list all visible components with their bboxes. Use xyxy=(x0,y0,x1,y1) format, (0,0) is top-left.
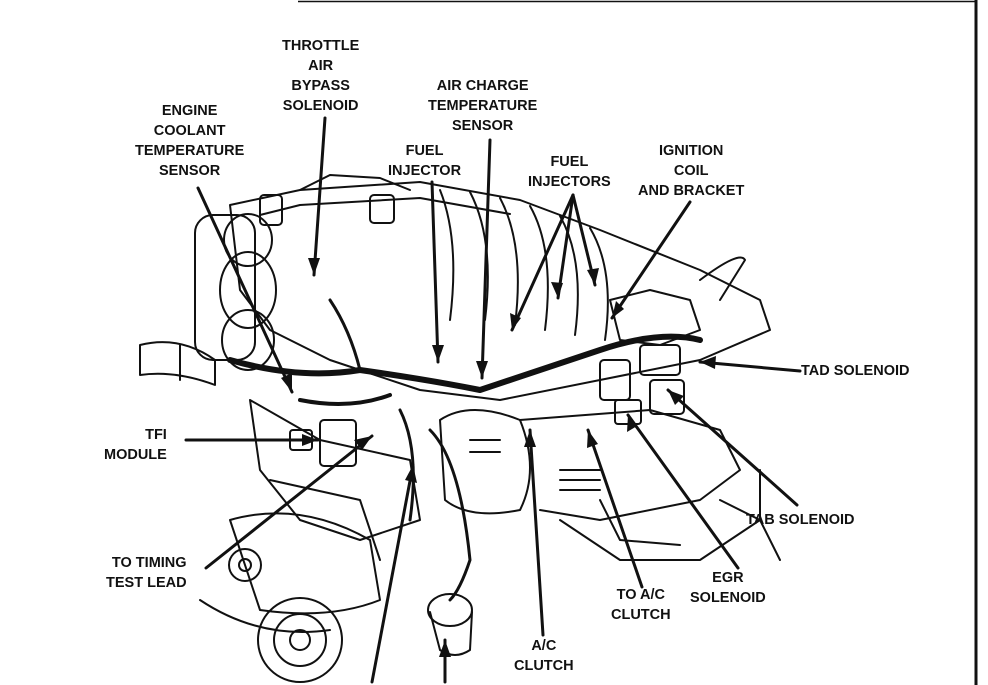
page-border xyxy=(298,0,978,685)
label-throttle-air-bypass-solenoid: THROTTLE AIR BYPASS SOLENOID xyxy=(282,38,360,114)
label-tad-solenoid: TAD SOLENOID xyxy=(801,363,910,379)
leader-arrowheads xyxy=(281,258,716,657)
label-to-ac-clutch: TO A/C CLUTCH xyxy=(611,587,671,623)
engine-block-drawing xyxy=(139,174,781,683)
label-egr-solenoid: EGR SOLENOID xyxy=(690,570,766,606)
label-ac-clutch: A/C CLUTCH xyxy=(514,638,574,674)
label-tfi-module: TFI MODULE xyxy=(104,427,167,463)
label-tab-solenoid: TAB SOLENOID xyxy=(746,512,855,528)
label-fuel-injector: FUEL INJECTOR xyxy=(388,143,462,179)
label-engine-coolant-temperature-sensor: ENGINE COOLANT TEMPERATURE SENSOR xyxy=(135,103,245,179)
label-to-timing-test-lead: TO TIMING TEST LEAD xyxy=(106,555,187,591)
label-air-charge-temperature-sensor: AIR CHARGE TEMPERATURE SENSOR xyxy=(428,78,538,134)
leader-lines xyxy=(184,116,802,684)
label-ignition-coil-and-bracket: IGNITION COIL AND BRACKET xyxy=(638,143,745,199)
label-fuel-injectors: FUEL INJECTORS xyxy=(528,154,611,190)
